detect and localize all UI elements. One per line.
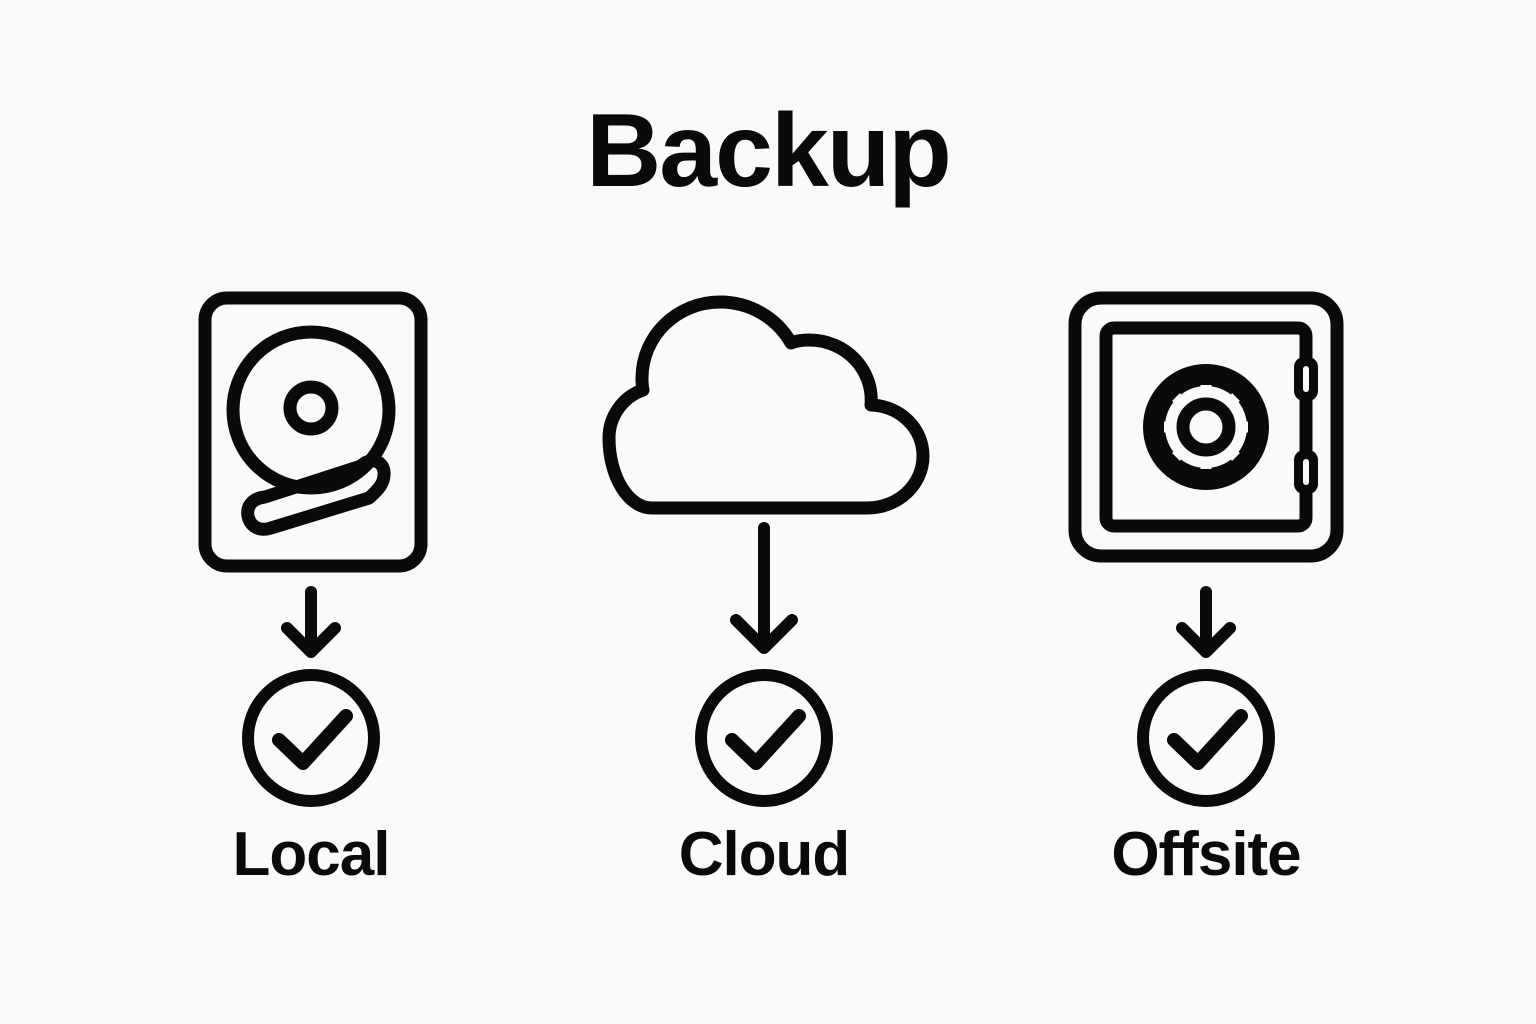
hard-drive-icon — [198, 291, 428, 573]
safe-icon-slot — [1026, 270, 1386, 580]
down-arrow-icon — [1176, 586, 1236, 658]
arrow-slot-local — [131, 580, 491, 670]
cloud-icon — [602, 295, 930, 515]
column-offsite: Offsite — [1026, 270, 1386, 930]
arrow-slot-offsite — [1026, 580, 1386, 670]
check-circle-icon — [242, 669, 380, 807]
cloud-icon-slot — [584, 270, 944, 580]
down-arrow-icon — [730, 522, 798, 654]
check-circle-icon — [1137, 669, 1275, 807]
status-slot-local — [131, 669, 491, 810]
column-local: Local — [131, 270, 491, 930]
safe-icon — [1068, 291, 1344, 563]
down-arrow-icon — [281, 586, 341, 658]
label-offsite: Offsite — [1111, 820, 1301, 889]
status-slot-cloud — [584, 669, 944, 810]
page-title: Backup — [586, 93, 952, 209]
label-cloud: Cloud — [678, 820, 851, 889]
status-slot-offsite — [1026, 669, 1386, 810]
column-cloud: Cloud — [584, 270, 944, 930]
check-circle-icon — [695, 669, 833, 807]
hard-drive-icon-slot — [131, 270, 491, 580]
arrow-slot-cloud — [584, 518, 944, 670]
label-local: Local — [232, 820, 391, 889]
